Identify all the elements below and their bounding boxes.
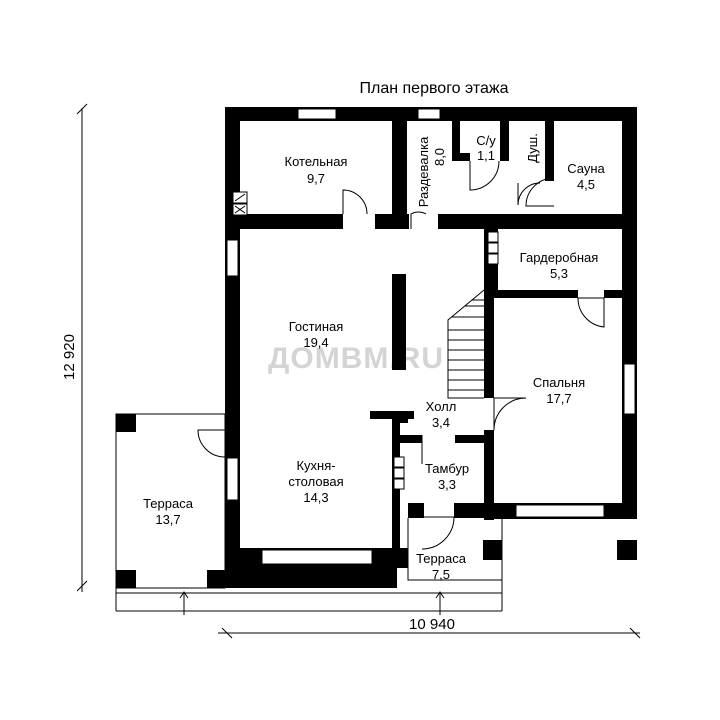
room-kuhnya-name-line2: столовая <box>288 474 343 489</box>
room-sauna-area: 4,5 <box>577 177 595 192</box>
plan-title: План первого этажа <box>360 80 509 97</box>
room-su-area: 1,1 <box>477 148 495 163</box>
room-kuhnya-name-line1: Кухня- <box>296 458 335 473</box>
room-tambur-area: 3,3 <box>438 477 456 492</box>
room-kuhnya-area: 14,3 <box>303 490 328 505</box>
room-sauna-name: Сауна <box>567 161 605 176</box>
staircase <box>447 289 485 399</box>
room-tambur-name: Тамбур <box>425 461 469 476</box>
room-razdevalka-area: 8,0 <box>432 148 447 166</box>
utility-symbols <box>232 191 499 490</box>
room-holl-area: 3,4 <box>432 415 450 430</box>
room-spalnya-area: 17,7 <box>546 391 571 406</box>
width-dimension-line <box>218 627 641 639</box>
room-spalnya-name: Спальня <box>533 375 585 390</box>
room-terrasa-left-name: Терраса <box>143 496 194 511</box>
doors <box>197 160 605 550</box>
room-holl-name: Холл <box>426 399 457 414</box>
room-garderob-area: 5,3 <box>550 266 568 281</box>
width-dimension: 10 940 <box>409 616 455 633</box>
room-gostinaya-name: Гостиная <box>289 319 344 334</box>
room-razdevalka-name: Раздевалка <box>416 136 431 207</box>
terrace-front <box>115 518 637 615</box>
room-terrasa-left-area: 13,7 <box>155 512 180 527</box>
room-kotelnaya-area: 9,7 <box>307 171 325 186</box>
terrace-left <box>115 413 226 589</box>
windows <box>226 108 636 565</box>
room-dush-name: Душ. <box>525 133 540 163</box>
room-kotelnaya-name: Котельная <box>285 154 348 169</box>
height-dimension: 12 920 <box>61 334 78 380</box>
watermark: ДОМВМ.RU <box>268 342 444 375</box>
room-terrasa-front-name: Терраса <box>416 551 467 566</box>
height-dimension-line <box>76 103 88 592</box>
room-terrasa-front-area: 7,5 <box>432 567 450 582</box>
room-gostinaya-area: 19,4 <box>303 335 328 350</box>
room-su-name: С/у <box>476 133 496 148</box>
room-garderob-name: Гардеробная <box>520 250 599 265</box>
